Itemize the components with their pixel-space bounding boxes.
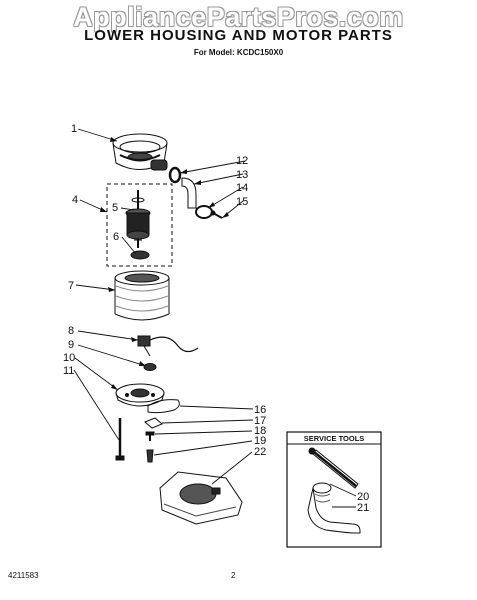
callout-part-21: 21 xyxy=(357,502,369,514)
callout-part-12: 12 xyxy=(236,155,248,167)
callout-part-13: 13 xyxy=(236,169,248,181)
callout-part-6: 6 xyxy=(113,231,119,243)
part-switch xyxy=(143,363,157,371)
callout-part-9: 9 xyxy=(68,339,74,351)
callout-part-17: 17 xyxy=(254,415,266,427)
part-lower-housing xyxy=(115,383,165,407)
part-mounting-base xyxy=(159,471,243,525)
leader-line-20 xyxy=(329,483,357,497)
service-tools-title: SERVICE TOOLS xyxy=(304,434,365,443)
model-subtitle: For Model: KCDC150X0 xyxy=(193,48,284,57)
callout-part-11: 11 xyxy=(63,365,74,377)
watermark-logo: AppliancePartsPros.com xyxy=(73,2,404,32)
part-rotor-shaft xyxy=(125,190,151,248)
callout-part-19: 19 xyxy=(254,435,266,447)
part-hose-clamp xyxy=(195,205,213,219)
page-number: 2 xyxy=(231,571,236,580)
part-green-screw xyxy=(145,431,155,441)
part-overload-protector xyxy=(137,335,199,357)
callout-part-8: 8 xyxy=(68,325,74,337)
tool-wrench xyxy=(308,447,359,489)
part-motor-stator xyxy=(114,270,170,321)
callout-part-20: 20 xyxy=(357,491,369,503)
part-outlet-gasket xyxy=(168,166,182,184)
part-mounting-bolt xyxy=(115,418,125,461)
part-lower-bearing xyxy=(130,250,150,260)
callout-part-10: 10 xyxy=(63,352,75,364)
callout-part-4: 4 xyxy=(72,194,78,206)
part-upper-housing xyxy=(112,133,168,171)
page-title: LOWER HOUSING AND MOTOR PARTS xyxy=(84,27,393,44)
callout-part-5: 5 xyxy=(112,202,118,214)
callout-part-7: 7 xyxy=(68,280,74,292)
part-insulation xyxy=(147,399,180,414)
callout-part-22: 22 xyxy=(254,446,266,458)
service-tools-box: SERVICE TOOLS xyxy=(286,431,382,548)
document-number: 4211583 xyxy=(8,571,39,580)
callout-part-14: 14 xyxy=(236,182,248,194)
part-wire-connector xyxy=(146,449,154,463)
callout-part-16: 16 xyxy=(254,404,266,416)
tool-drain-hose xyxy=(307,482,361,534)
callout-part-18: 18 xyxy=(254,425,266,437)
part-discharge-elbow xyxy=(181,177,197,209)
part-clamp-screw xyxy=(210,210,223,219)
leader-lines xyxy=(73,128,254,485)
rotor-assembly-group-box xyxy=(106,183,173,267)
part-terminal-plate xyxy=(144,417,163,429)
callout-part-15: 15 xyxy=(236,196,248,208)
callout-part-1: 1 xyxy=(71,123,77,135)
leader-arrowheads xyxy=(100,137,229,390)
